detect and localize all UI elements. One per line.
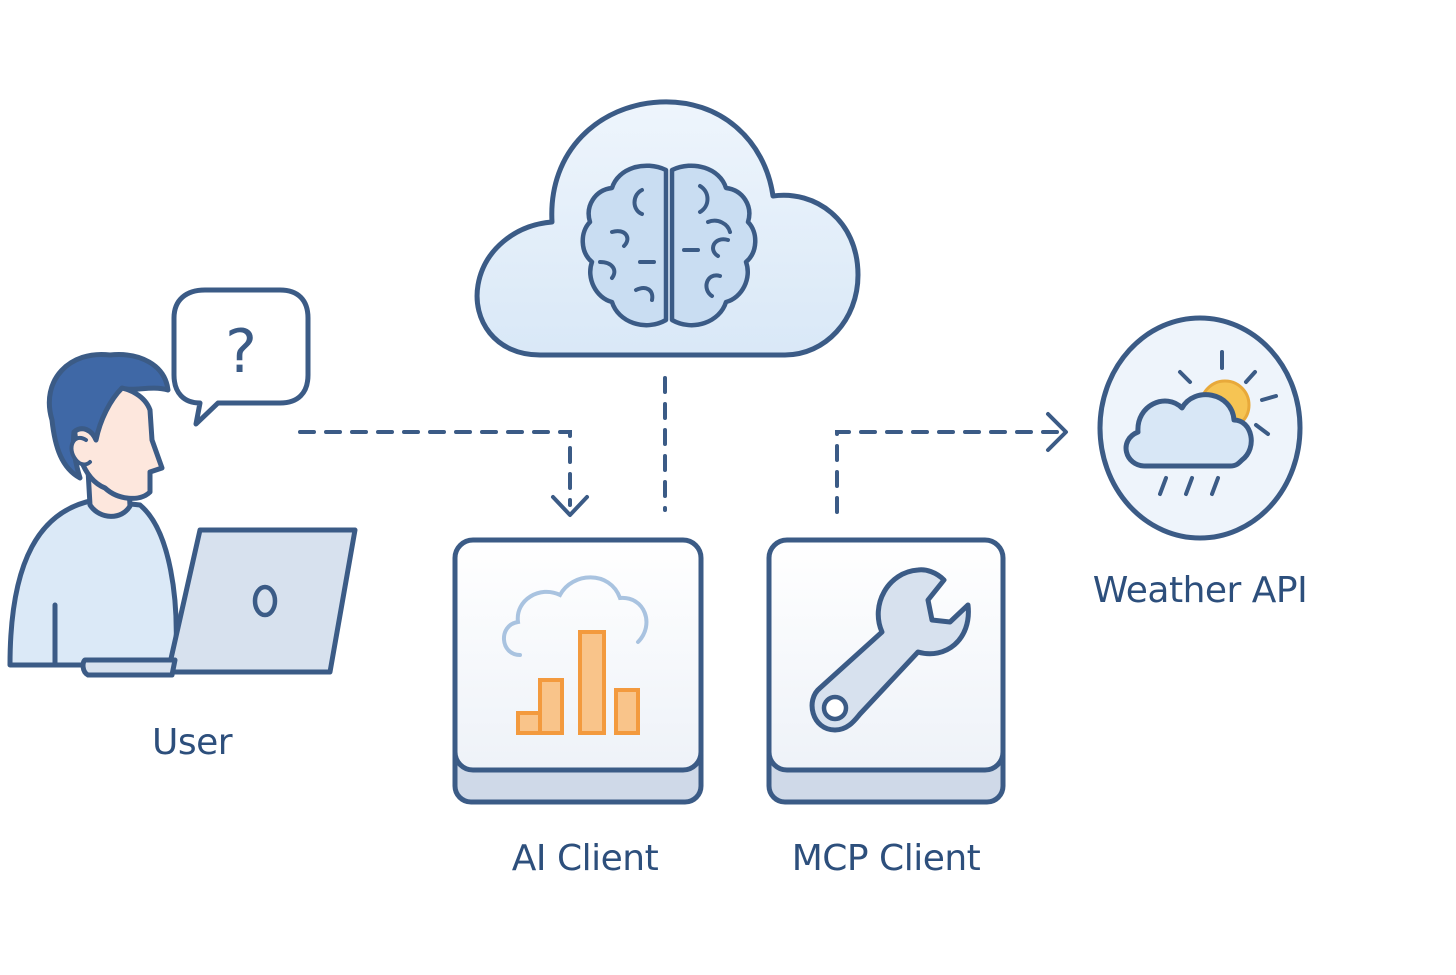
mcp-client-label: MCP Client [791,838,981,879]
laptop-icon [80,527,358,678]
ai-client-label: AI Client [511,838,659,879]
question-bubble-icon: ? [171,287,311,427]
weather-api-label: Weather API [1092,570,1308,611]
wrench-icon [809,567,971,733]
edge-mcp-client-to-weather-api [835,412,1068,514]
ai-client-box[interactable] [452,537,704,805]
edge-user-to-ai-client [298,430,589,517]
user-label: User [151,722,233,763]
rain-cloud-icon [1123,392,1254,496]
user-icon [7,351,179,668]
brain-icon [580,163,758,328]
weather-api-icon[interactable] [1097,315,1303,541]
cloud-bar-chart-icon [502,575,649,735]
llm-cloud-icon [474,99,861,358]
mcp-client-box[interactable] [766,537,1006,805]
question-mark-icon: ? [225,317,257,387]
